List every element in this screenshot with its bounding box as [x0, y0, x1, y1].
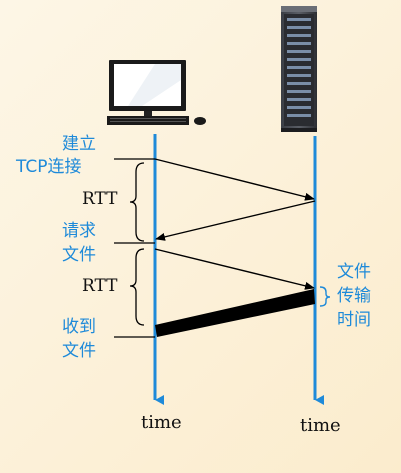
- transfer-time-brace: [319, 286, 331, 307]
- file-transfer-bar: [155, 289, 315, 337]
- label-establish-line1: 建立: [62, 134, 96, 154]
- label-receive-line1: 收到: [62, 317, 96, 337]
- label-transfer-line2: 传输: [337, 286, 371, 306]
- label-rtt-second: RTT: [82, 276, 118, 296]
- label-receive-line2: 文件: [62, 341, 96, 361]
- label-time-client: time: [141, 412, 182, 433]
- server-rack-icon: [281, 6, 317, 132]
- request-arrow: [154, 248, 315, 290]
- label-rtt-first: RTT: [82, 189, 118, 209]
- label-transfer-line1: 文件: [337, 262, 371, 282]
- label-time-server: time: [300, 415, 341, 436]
- rtt-brace-second: [129, 248, 145, 326]
- label-establish-line2: TCP连接: [16, 157, 82, 177]
- label-request-line2: 文件: [62, 245, 96, 265]
- syn-arrow: [154, 158, 315, 201]
- desktop-computer-icon: [107, 60, 206, 125]
- label-transfer-line3: 时间: [337, 310, 371, 330]
- rtt-brace-first: [129, 162, 145, 242]
- synack-arrow: [155, 200, 316, 241]
- label-request-line1: 请求: [62, 221, 96, 241]
